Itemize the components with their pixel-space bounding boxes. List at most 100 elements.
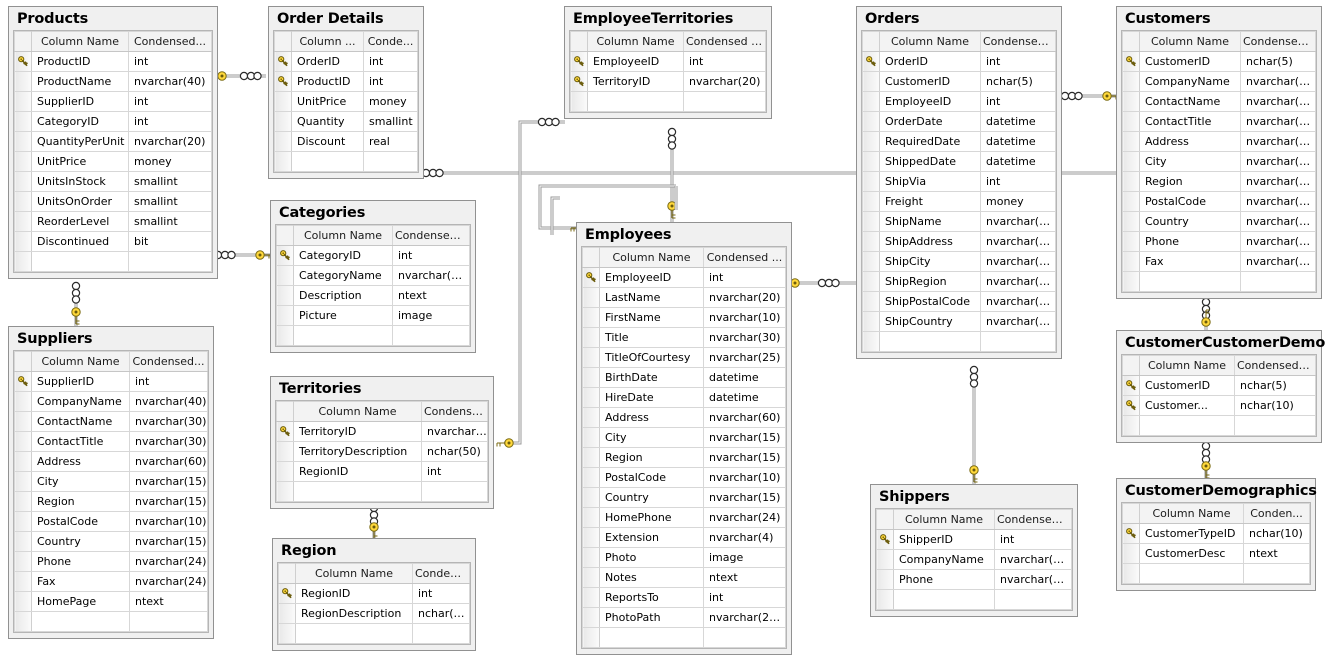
column-name-cell[interactable]: Region bbox=[1139, 171, 1241, 192]
row-selector[interactable] bbox=[274, 151, 292, 172]
column-type-cell[interactable]: nvarchar(255) bbox=[703, 607, 786, 628]
column-type-cell[interactable]: datetime bbox=[703, 367, 786, 388]
column-type-cell[interactable]: smallint bbox=[128, 171, 212, 192]
column-name-cell[interactable]: HomePhone bbox=[599, 507, 704, 528]
column-row[interactable]: Customer...nchar(10) bbox=[1122, 395, 1316, 416]
column-type-cell[interactable]: nvarchar(15) bbox=[703, 447, 786, 468]
column-type-cell[interactable]: nvarchar(60) bbox=[1240, 131, 1316, 152]
row-selector[interactable] bbox=[1122, 171, 1140, 192]
column-name-cell[interactable]: SupplierID bbox=[31, 371, 130, 392]
column-name-cell[interactable]: Discount bbox=[291, 131, 364, 152]
row-selector[interactable] bbox=[862, 311, 880, 332]
column-name-cell[interactable]: EmployeeID bbox=[599, 267, 704, 288]
column-name-cell[interactable]: Fax bbox=[31, 571, 130, 592]
column-type-cell[interactable]: int bbox=[412, 583, 470, 604]
column-name-cell[interactable]: ShipCity bbox=[879, 251, 981, 272]
column-name-cell[interactable]: Photo bbox=[599, 547, 704, 568]
row-selector[interactable] bbox=[276, 285, 294, 306]
row-selector[interactable] bbox=[276, 305, 294, 326]
row-selector[interactable] bbox=[582, 427, 600, 448]
row-selector[interactable] bbox=[14, 391, 32, 412]
column-name-cell[interactable]: CustomerID bbox=[879, 71, 981, 92]
column-name-cell[interactable] bbox=[599, 627, 704, 648]
column-type-cell[interactable]: nchar(10) bbox=[1234, 395, 1316, 416]
column-type-cell[interactable]: nchar(10) bbox=[1243, 523, 1310, 544]
column-type-cell[interactable]: nchar(5) bbox=[1240, 51, 1316, 72]
column-name-cell[interactable] bbox=[31, 611, 130, 632]
column-type-cell[interactable]: int bbox=[421, 461, 488, 482]
row-selector[interactable] bbox=[570, 91, 588, 112]
column-name-cell[interactable]: RegionDescription bbox=[295, 603, 413, 624]
column-type-cell[interactable]: nvarchar(24) bbox=[129, 571, 208, 592]
column-name-cell[interactable]: ProductID bbox=[291, 71, 364, 92]
column-type-cell[interactable]: int bbox=[980, 51, 1056, 72]
column-name-cell[interactable] bbox=[879, 331, 981, 352]
row-selector[interactable] bbox=[876, 589, 894, 610]
row-selector[interactable] bbox=[274, 111, 292, 132]
row-selector[interactable] bbox=[14, 531, 32, 552]
column-name-cell[interactable]: CompanyName bbox=[893, 549, 995, 570]
row-selector[interactable] bbox=[862, 111, 880, 132]
primary-key-indicator[interactable] bbox=[582, 267, 600, 288]
column-type-cell[interactable]: bit bbox=[128, 231, 212, 252]
row-selector[interactable] bbox=[582, 367, 600, 388]
row-selector[interactable] bbox=[582, 447, 600, 468]
column-name-cell[interactable]: Phone bbox=[893, 569, 995, 590]
column-type-cell[interactable]: nchar(5) bbox=[980, 71, 1056, 92]
row-selector[interactable] bbox=[582, 387, 600, 408]
column-name-cell[interactable]: Description bbox=[293, 285, 393, 306]
column-name-cell[interactable]: Quantity bbox=[291, 111, 364, 132]
column-name-cell[interactable]: Region bbox=[31, 491, 130, 512]
column-name-cell[interactable] bbox=[295, 623, 413, 644]
column-name-cell[interactable]: UnitPrice bbox=[31, 151, 129, 172]
row-selector[interactable] bbox=[1122, 211, 1140, 232]
column-type-cell[interactable]: int bbox=[703, 267, 786, 288]
row-selector[interactable] bbox=[276, 265, 294, 286]
new-column-row[interactable] bbox=[278, 623, 470, 644]
row-selector[interactable] bbox=[582, 327, 600, 348]
column-name-cell[interactable]: LastName bbox=[599, 287, 704, 308]
column-type-cell[interactable]: nvarchar(24) bbox=[994, 569, 1072, 590]
column-name-cell[interactable]: ContactTitle bbox=[1139, 111, 1241, 132]
column-type-cell[interactable]: int bbox=[129, 371, 208, 392]
column-type-cell[interactable]: datetime bbox=[980, 151, 1056, 172]
column-name-cell[interactable]: Country bbox=[1139, 211, 1241, 232]
column-name-cell[interactable]: OrderID bbox=[879, 51, 981, 72]
column-name-cell[interactable] bbox=[587, 91, 684, 112]
column-name-cell[interactable]: EmployeeID bbox=[587, 51, 684, 72]
row-selector[interactable] bbox=[14, 71, 32, 92]
column-name-cell[interactable]: Phone bbox=[31, 551, 130, 572]
column-name-cell[interactable]: ContactName bbox=[31, 411, 130, 432]
new-column-row[interactable] bbox=[582, 627, 786, 648]
row-selector[interactable] bbox=[1122, 111, 1140, 132]
new-column-row[interactable] bbox=[276, 325, 470, 346]
column-type-cell[interactable]: nvarchar(20) bbox=[683, 71, 766, 92]
column-type-cell[interactable]: int bbox=[363, 51, 418, 72]
primary-key-indicator[interactable] bbox=[1122, 375, 1140, 396]
column-type-cell[interactable] bbox=[363, 151, 418, 172]
column-type-cell[interactable]: nvarchar(15) bbox=[703, 487, 786, 508]
column-type-cell[interactable]: nvarchar(30) bbox=[703, 327, 786, 348]
row-selector[interactable] bbox=[876, 569, 894, 590]
